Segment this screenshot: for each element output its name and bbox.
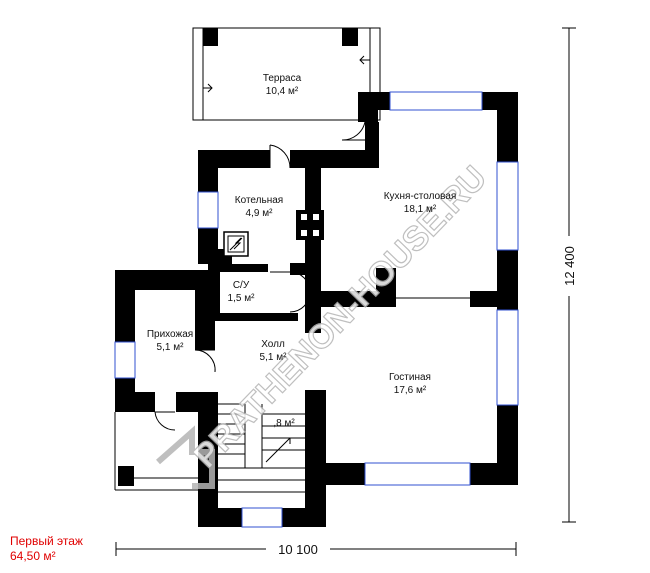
window [496, 309, 519, 406]
door [341, 121, 366, 141]
boiler-icon [223, 231, 249, 257]
doors [154, 121, 366, 431]
room-boiler-name: Котельная [235, 195, 283, 206]
room-hall-name: Холл [261, 339, 285, 350]
room-living-area: 17,6 м² [394, 385, 427, 396]
windows [114, 91, 519, 528]
terrace-outline [192, 27, 381, 121]
room-stairs-area: ,8 м² [273, 418, 295, 429]
height-dimension: 12 400 [562, 246, 577, 286]
door [154, 411, 176, 431]
room-kitchen-name: Кухня-столовая [384, 191, 457, 202]
door [194, 349, 216, 373]
door [269, 144, 291, 169]
window [241, 507, 283, 528]
room-boiler-area: 4,9 м² [246, 208, 274, 219]
room-terrace-name: Терраса [263, 73, 302, 84]
room-hall-area: 5,1 м² [260, 352, 288, 363]
window [197, 191, 219, 229]
floor-area: 64,50 м² [10, 549, 56, 563]
room-kitchen-area: 18,1 м² [404, 204, 437, 215]
stove-burners [301, 214, 319, 236]
floor-title: Первый этаж [10, 534, 83, 548]
room-bathroom-name: С/У [233, 280, 250, 291]
exit-arrows [203, 55, 370, 93]
room-bathroom-area: 1,5 м² [228, 293, 256, 304]
window [114, 341, 136, 379]
window [496, 161, 519, 251]
walls [115, 28, 518, 527]
room-entrance-area: 5,1 м² [157, 342, 185, 353]
window [364, 462, 471, 486]
room-living-name: Гостиная [389, 372, 431, 383]
floor-caption: Первый этаж 64,50 м² [10, 534, 83, 564]
room-entrance-name: Прихожая [147, 329, 193, 340]
stairs [134, 403, 305, 493]
window [389, 91, 483, 111]
door [270, 271, 311, 313]
room-terrace-area: 10,4 м² [266, 86, 299, 97]
room-labels: Терраса 10,4 м² Кухня-столовая 18,1 м² К… [147, 73, 456, 429]
width-dimension: 10 100 [278, 542, 318, 557]
